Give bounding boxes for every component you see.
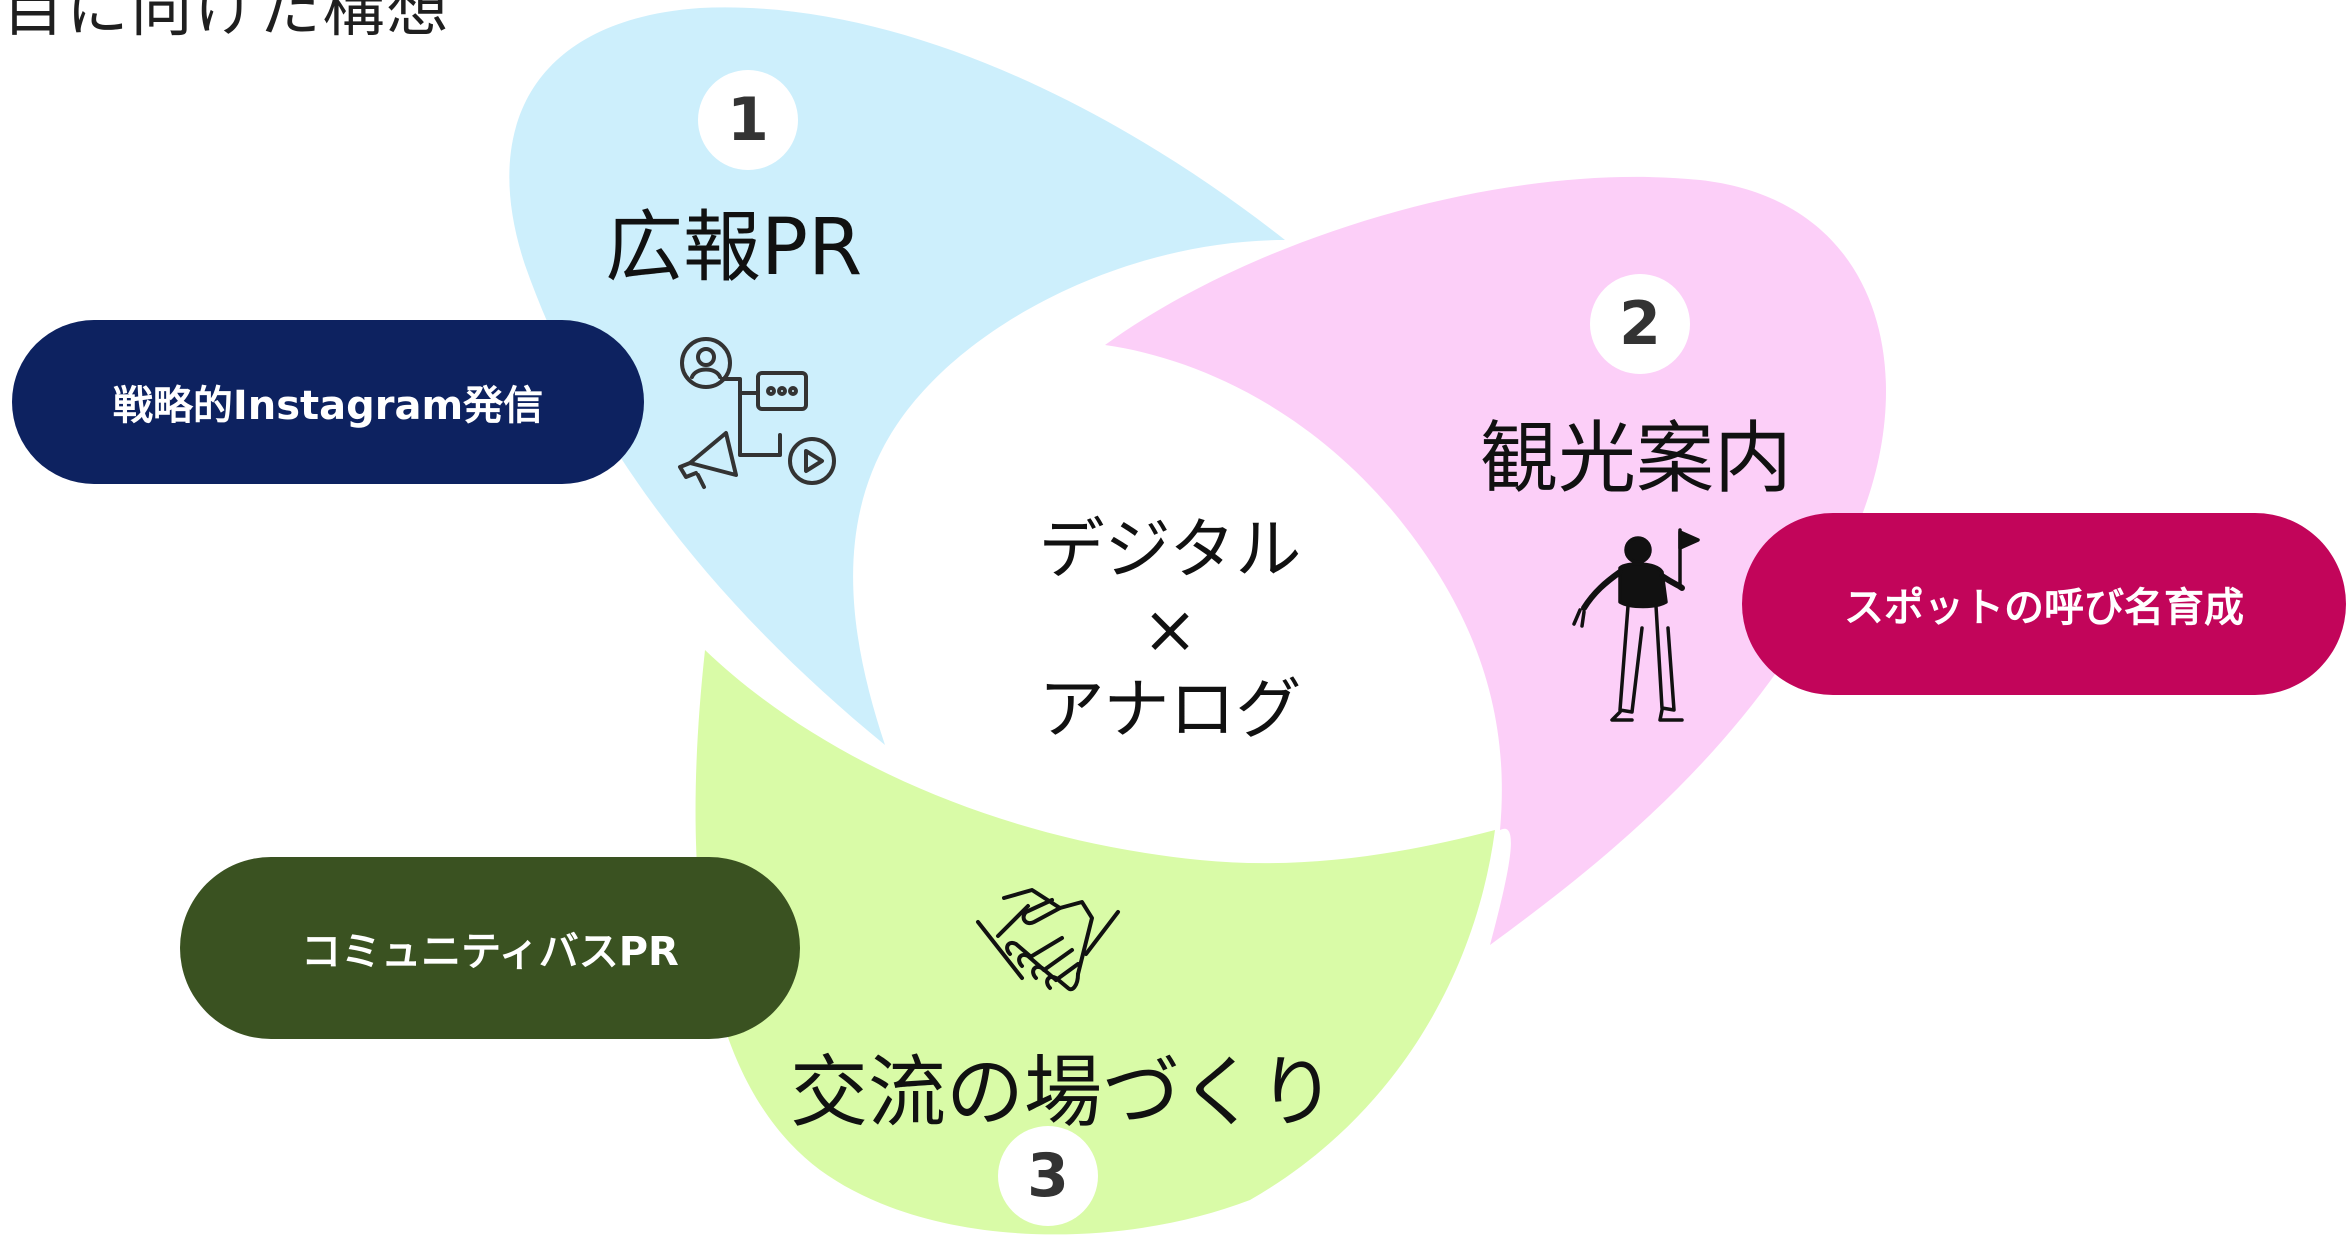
- center-line-digital: デジタル: [1038, 511, 1302, 588]
- page-title: -目に向けた構想: [0, 0, 451, 45]
- community-bus-pill[interactable]: コミュニティバスPR: [180, 857, 800, 1039]
- instagram-strategy-pill[interactable]: 戦略的Instagram発信: [12, 320, 644, 484]
- handshake-icon: [976, 888, 1120, 992]
- tour-guide-flag-icon: [1572, 528, 1700, 722]
- petal-1-pr: [509, 7, 1285, 746]
- section-2-number-badge: 2: [1590, 274, 1690, 374]
- center-concept: デジタル × アナログ: [990, 510, 1350, 750]
- petal-2-tourism: [1105, 176, 1887, 946]
- center-line-analog: アナログ: [1038, 671, 1302, 748]
- spot-naming-pill[interactable]: スポットの呼び名育成: [1742, 513, 2346, 695]
- section-3-title: 交流の場づくり: [790, 1048, 1337, 1138]
- center-line-times: ×: [1142, 591, 1198, 668]
- section-1-number-badge: 1: [698, 70, 798, 170]
- section-3-number-badge: 3: [998, 1126, 1098, 1226]
- section-1-title: 広報PR: [605, 203, 863, 293]
- social-media-megaphone-icon: [678, 337, 836, 489]
- section-2-title: 観光案内: [1480, 414, 1793, 504]
